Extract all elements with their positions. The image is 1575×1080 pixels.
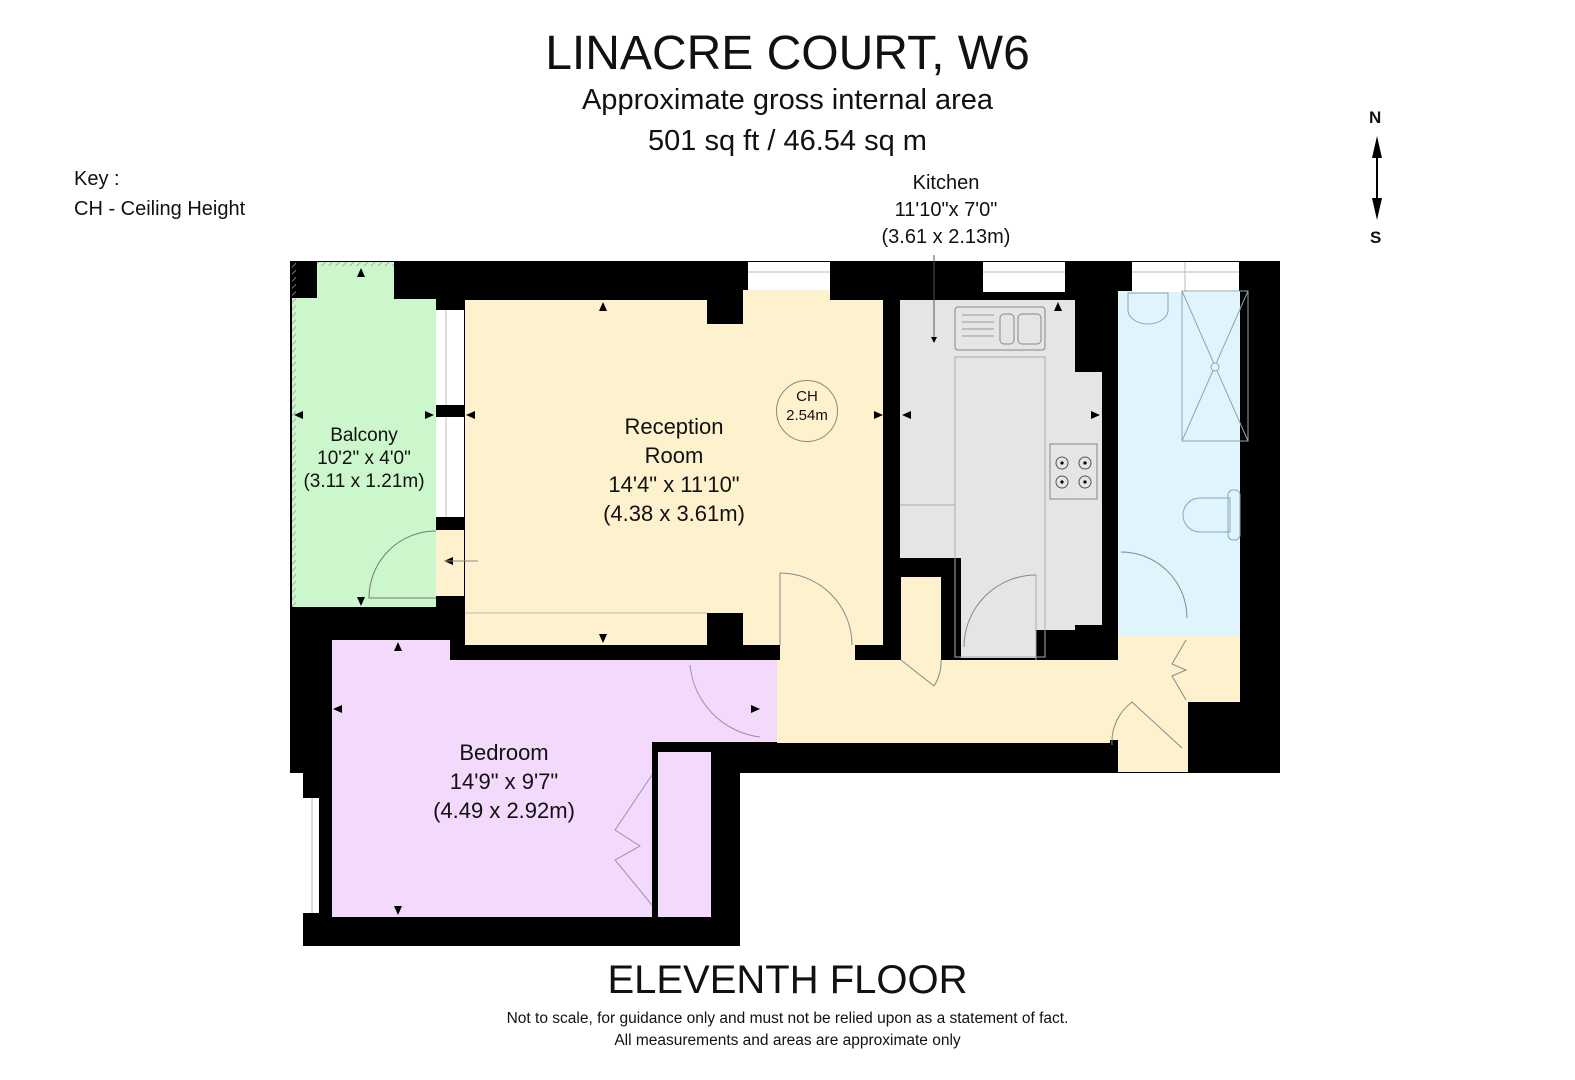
disclaimer-line-1: Not to scale, for guidance only and must… bbox=[506, 1010, 1069, 1027]
ch-value: 2.54m bbox=[786, 407, 828, 424]
area-subtitle: Approximate gross internal area bbox=[581, 84, 994, 116]
room-label-bedroom: Bedroom 14'9" x 9'7" (4.49 x 2.92m) bbox=[394, 738, 614, 825]
room-kitchen-fill bbox=[900, 300, 1102, 558]
kitchen-name: Kitchen bbox=[912, 172, 980, 194]
key-item-ceiling-height: CH - Ceiling Height bbox=[74, 198, 246, 220]
plan-title: LINACRE COURT, W6 bbox=[545, 27, 1030, 80]
reception-name-2: Room bbox=[644, 443, 704, 468]
compass-north-label: N bbox=[1369, 108, 1382, 127]
toilet-icon bbox=[1182, 489, 1241, 541]
room-label-reception: Reception Room 14'4" x 11'10" (4.38 x 3.… bbox=[564, 412, 784, 528]
balcony-name: Balcony bbox=[330, 425, 398, 446]
floor-label: ELEVENTH FLOOR bbox=[607, 958, 968, 1002]
balcony-imperial: 10'2" x 4'0" bbox=[317, 448, 411, 469]
dimension-markers bbox=[294, 268, 1100, 915]
compass-arrow-icon bbox=[1372, 136, 1382, 220]
kitchen-imperial: 11'10"x 7'0" bbox=[894, 199, 998, 221]
balcony-metric: (3.11 x 1.21m) bbox=[303, 471, 425, 492]
basin-icon bbox=[1127, 292, 1169, 325]
bedroom-imperial: 14'9" x 9'7" bbox=[449, 769, 559, 794]
area-value: 501 sq ft / 46.54 sq m bbox=[648, 125, 927, 157]
disclaimer-line-2: All measurements and areas are approxima… bbox=[614, 1032, 961, 1049]
bedroom-metric: (4.49 x 2.92m) bbox=[433, 798, 575, 823]
sink-icon bbox=[954, 306, 1046, 351]
bedroom-name: Bedroom bbox=[459, 740, 549, 765]
reception-name-1: Reception bbox=[624, 414, 724, 439]
reception-metric: (4.38 x 3.61m) bbox=[603, 501, 745, 526]
room-bathroom-fill bbox=[1118, 291, 1240, 636]
shower-icon bbox=[1181, 290, 1249, 442]
ch-label: CH bbox=[796, 388, 818, 405]
room-label-balcony: Balcony 10'2" x 4'0" (3.11 x 1.21m) bbox=[292, 424, 436, 493]
ceiling-height-badge: CH 2.54m bbox=[776, 380, 838, 442]
room-label-kitchen: Kitchen 11'10"x 7'0" (3.61 x 2.13m) bbox=[836, 170, 1056, 251]
hob-icon bbox=[1049, 443, 1098, 500]
compass-south-label: S bbox=[1370, 228, 1382, 247]
reception-imperial: 14'4" x 11'10" bbox=[608, 472, 740, 497]
room-bedroom-fill bbox=[332, 660, 777, 742]
kitchen-metric: (3.61 x 2.13m) bbox=[881, 226, 1011, 248]
room-balcony-fill bbox=[292, 262, 436, 607]
room-hall-fill bbox=[777, 660, 1110, 743]
key-heading: Key : bbox=[74, 168, 120, 190]
room-reception-fill bbox=[465, 300, 883, 645]
